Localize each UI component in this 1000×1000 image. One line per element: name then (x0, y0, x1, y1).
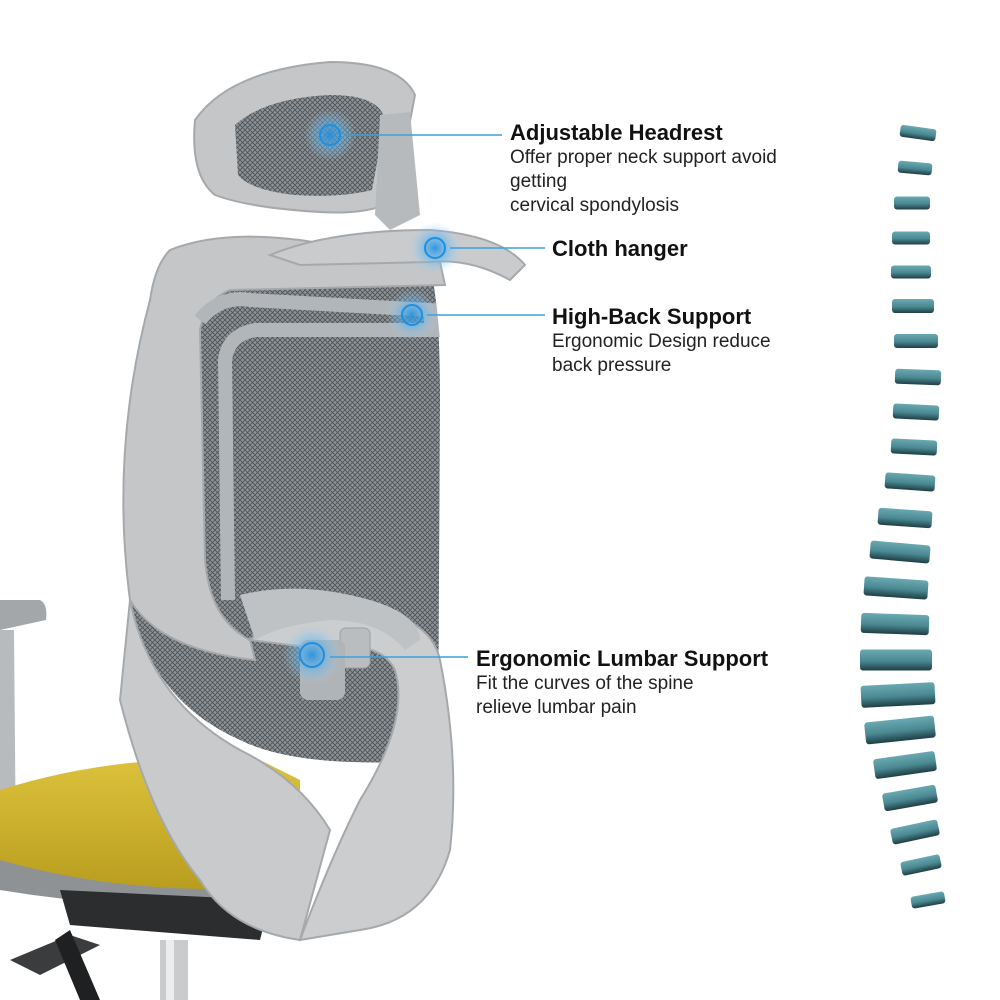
vertebra (891, 265, 931, 279)
vertebra (892, 403, 940, 421)
vertebra (860, 612, 930, 636)
vertebra (892, 231, 930, 245)
vertebra (877, 507, 933, 529)
back-frame (118, 235, 455, 942)
vertebra (894, 334, 938, 348)
highback-title: High-Back Support (552, 304, 752, 329)
headrest-title: Adjustable Headrest (510, 120, 723, 145)
headrest-desc-line1: Offer proper neck support avoid (510, 147, 777, 168)
callout-headrest: Adjustable Headrest Offer proper neck su… (510, 120, 840, 218)
hanger-title: Cloth hanger (552, 236, 688, 261)
callout-cloth-hanger: Cloth hanger (552, 236, 852, 262)
vertebra (899, 124, 937, 142)
highback-desc-line1: Ergonomic Design reduce (552, 331, 771, 352)
callout-marker-lumbar (282, 625, 468, 685)
vertebra (910, 891, 946, 909)
vertebra (864, 715, 936, 745)
spine-illustration (860, 124, 946, 909)
callout-high-back: High-Back Support Ergonomic Design reduc… (552, 304, 852, 378)
callout-marker-highback (386, 289, 545, 341)
vertebra (863, 576, 929, 600)
headrest-desc-line2: getting (510, 171, 568, 192)
callout-lumbar: Ergonomic Lumbar Support Fit the curves … (476, 646, 816, 720)
vertebra (873, 751, 937, 779)
cloth-hanger (267, 228, 527, 282)
vertebra (894, 196, 930, 210)
vertebra (890, 438, 938, 456)
vertebra (897, 160, 933, 176)
vertebra (860, 649, 932, 671)
vertebra (894, 368, 942, 386)
vertebra (890, 819, 940, 845)
vertebra (860, 682, 936, 708)
callout-marker-headrest (304, 109, 502, 161)
vertebra (882, 784, 938, 812)
vertebra (892, 299, 934, 313)
callout-marker-hanger (409, 222, 545, 274)
headrest-desc-line3: cervical spondylosis (510, 195, 679, 216)
vertebra (869, 540, 931, 564)
lumbar-title: Ergonomic Lumbar Support (476, 646, 769, 671)
vertebra (900, 854, 942, 876)
lumbar-desc-line1: Fit the curves of the spine (476, 673, 694, 694)
highback-desc-line2: back pressure (552, 355, 672, 376)
lumbar-desc-line2: relieve lumbar pain (476, 697, 637, 718)
vertebra (884, 472, 936, 492)
